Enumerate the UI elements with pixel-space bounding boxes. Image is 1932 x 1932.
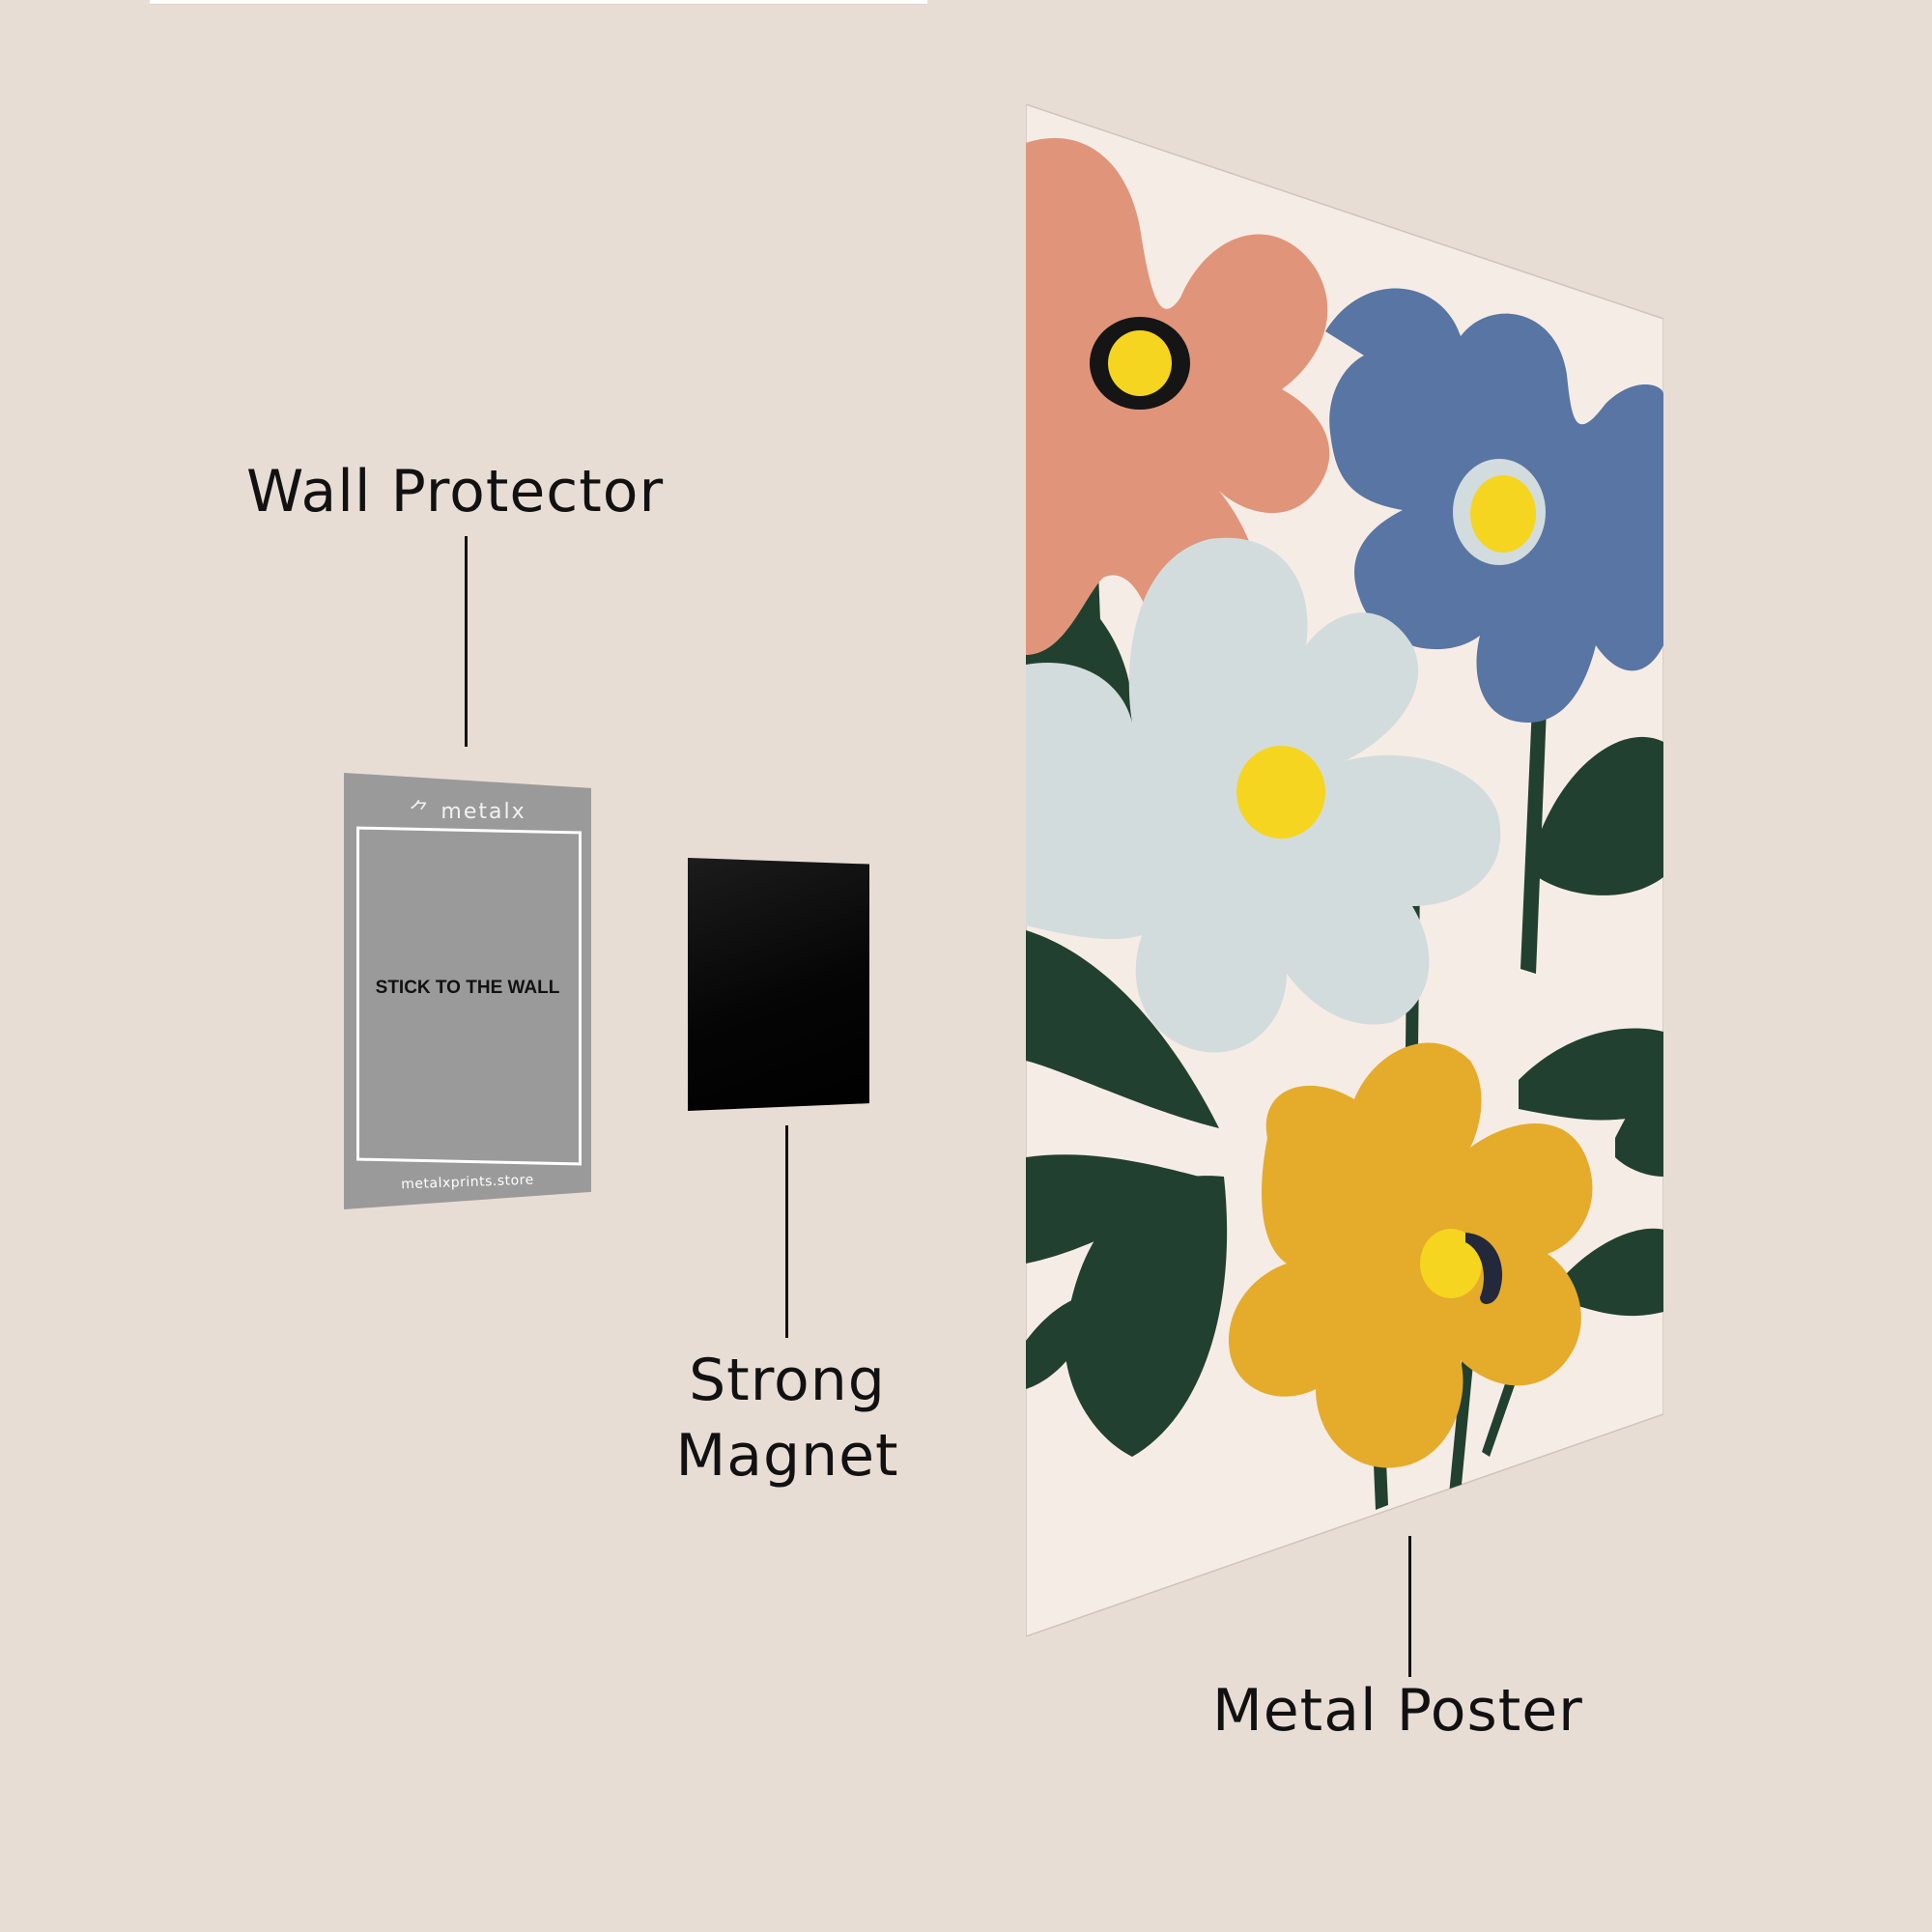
wall-protector-leader-line: [465, 536, 468, 747]
floral-artwork: [1026, 104, 1663, 1636]
metalx-logo: ⺈ metalx: [409, 800, 526, 824]
strong-magnet-label-line1: Strong: [689, 1347, 886, 1414]
wall-protector-label: Wall Protector: [246, 458, 665, 526]
wall-protector-card: ⺈ metalx STICK TO THE WALL metalxprints.…: [344, 773, 591, 1209]
metal-poster: [1026, 104, 1663, 1636]
strong-magnet-label: Strong Magnet: [667, 1343, 908, 1493]
pale-blue-flower: [1026, 537, 1501, 1053]
mustard-flower: [1229, 1042, 1593, 1468]
metal-poster-label: Metal Poster: [1212, 1677, 1583, 1745]
blue-flower: [1325, 288, 1663, 723]
top-edge-strip: [150, 0, 927, 5]
strong-magnet-plate: [688, 858, 869, 1111]
stick-to-wall-text: STICK TO THE WALL: [375, 978, 560, 998]
strong-magnet-leader-line: [785, 1125, 788, 1338]
website-text: metalxprints.store: [400, 1172, 535, 1193]
strong-magnet-label-line2: Magnet: [675, 1422, 899, 1490]
coral-flower: [1026, 137, 1330, 669]
metal-poster-leader-line: [1408, 1536, 1411, 1677]
